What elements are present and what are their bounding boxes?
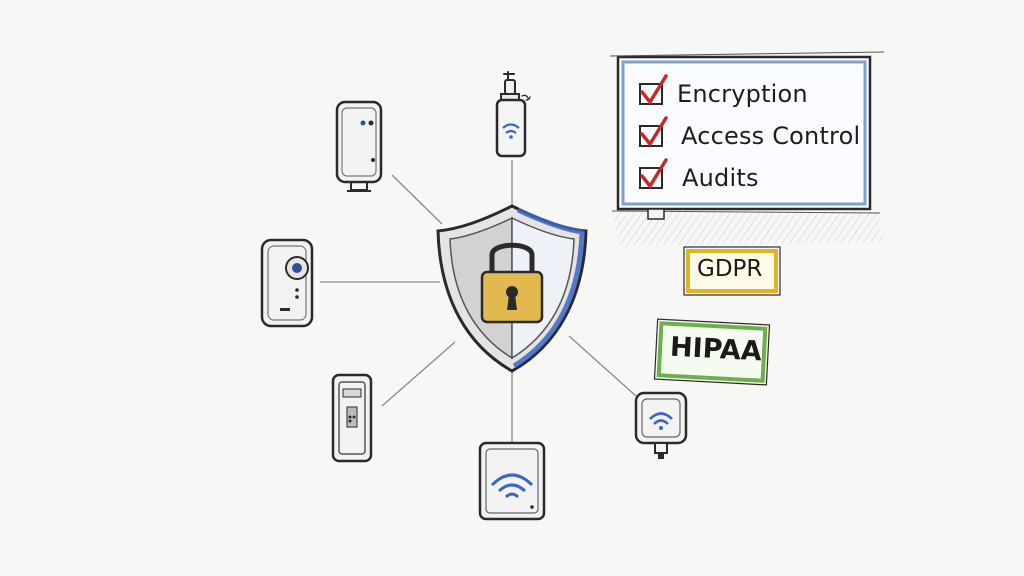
smart-thermostat-icon [331,373,373,463]
checklist-item-access-control: Access Control [681,122,861,150]
checklist-board [609,51,885,246]
check-mark-icon [640,158,668,190]
shield-lock-icon [436,204,588,373]
check-mark-icon [640,116,668,148]
connector-speaker [391,174,443,225]
checklist-item-audits: Audits [682,164,759,192]
connector-lines [320,160,637,442]
hipaa-tag [653,318,771,387]
connector-plug-sensor [568,335,637,397]
spray-bottle-wifi-sensor-icon [495,71,531,158]
gdpr-label: GDPR [697,256,763,282]
security-camera-icon [260,238,314,328]
smart-speaker-icon [335,100,383,192]
hipaa-label: HIPAA [669,331,763,368]
wifi-plug-sensor-icon [634,391,688,459]
connector-thermostat [381,341,456,407]
check-mark-icon [640,74,668,106]
wifi-router-icon [478,441,546,521]
checklist-item-encryption: Encryption [677,80,808,108]
gdpr-tag [683,246,781,296]
